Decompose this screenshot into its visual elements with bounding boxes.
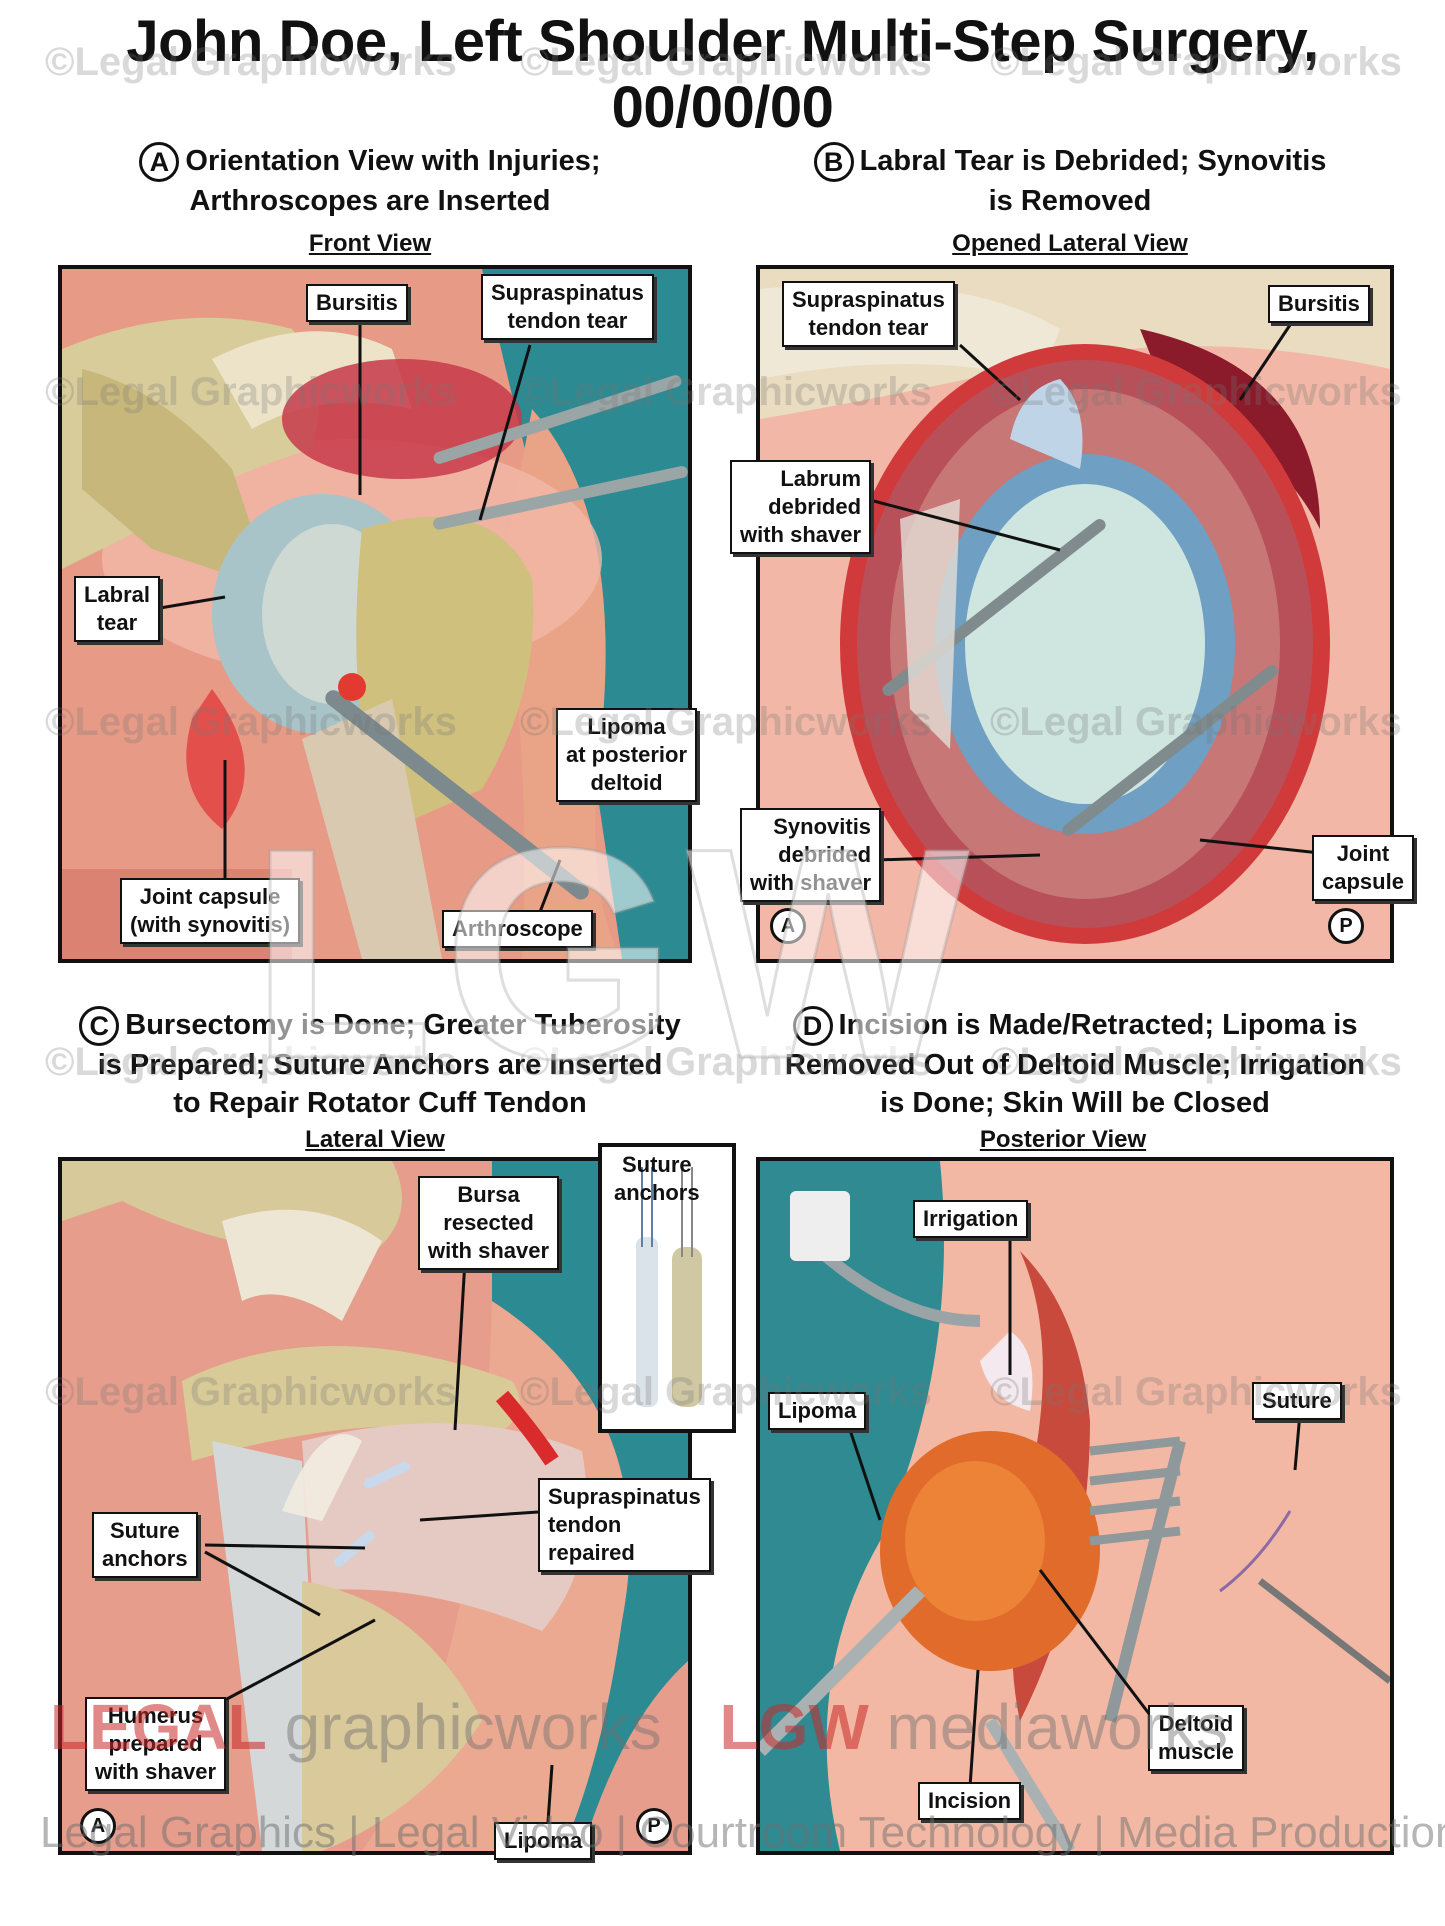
marker-c-anterior: A <box>80 1808 116 1844</box>
page-title: John Doe, Left Shoulder Multi-Step Surge… <box>126 9 1319 74</box>
caption-d-line2: Removed Out of Deltoid Muscle; Irrigatio… <box>784 1049 1366 1082</box>
label-c-bursa: Bursa resected with shaver <box>418 1176 560 1270</box>
brand-graphicworks: graphicworks <box>266 1691 662 1763</box>
marker-b-posterior: P <box>1328 908 1364 944</box>
panel-b-letter: B <box>813 142 854 183</box>
label-b-supraspinatus-tear: Supraspinatus tendon tear <box>782 281 955 347</box>
view-label-c: Lateral View <box>305 1126 445 1153</box>
caption-c-line2: is Prepared; Suture Anchors are Inserted <box>97 1049 663 1082</box>
label-c-lipoma: Lipoma <box>494 1822 593 1860</box>
page-title-date: 00/00/00 <box>611 75 834 140</box>
suture-anchor-art <box>636 1167 702 1407</box>
brand-mediaworks: mediaworks <box>868 1691 1228 1763</box>
label-c-humerus: Humerus prepared with shaver <box>85 1697 227 1791</box>
label-b-joint-capsule: Joint capsule <box>1312 835 1414 901</box>
label-c-suture-anchors: Suture anchors <box>92 1512 198 1578</box>
label-a-arthroscope: Arthroscope <box>442 910 593 948</box>
label-d-irrigation: Irrigation <box>913 1200 1029 1238</box>
label-a-labral-tear: Labral tear <box>74 576 161 642</box>
caption-b-line1: Labral Tear is Debrided; Synovitis <box>859 145 1327 177</box>
caption-d-line3: is Done; Skin Will be Closed <box>880 1087 1270 1120</box>
label-d-suture: Suture <box>1252 1382 1342 1420</box>
brand-lgw: LGW <box>719 1691 869 1763</box>
panel-c-letter: C <box>79 1006 120 1047</box>
view-label-b: Opened Lateral View <box>952 230 1188 257</box>
brand-legal: LEGAL <box>50 1691 267 1763</box>
label-b-bursitis: Bursitis <box>1268 285 1370 323</box>
label-a-bursitis: Bursitis <box>306 284 408 322</box>
panel-a-letter: A <box>139 142 180 183</box>
caption-b-line2: is Removed <box>988 185 1152 218</box>
panel-d-letter: D <box>792 1006 833 1047</box>
brand-watermark: LEGAL graphicworks LGW mediaworks <box>50 1690 1228 1764</box>
label-b-synovitis: Synovitis debrided with shaver <box>740 808 882 902</box>
footer-watermark: Legal Graphics | Legal Video | Courtroom… <box>40 1808 1445 1857</box>
caption-d-line1: Incision is Made/Retracted; Lipoma is <box>838 1009 1358 1041</box>
view-label-a: Front View <box>308 230 432 257</box>
label-a-supraspinatus-tear: Supraspinatus tendon tear <box>481 274 654 340</box>
marker-b-anterior: A <box>770 908 806 944</box>
label-d-incision: Incision <box>918 1782 1022 1820</box>
caption-a-line2: Arthroscopes are Inserted <box>189 185 551 218</box>
label-d-deltoid: Deltoid muscle <box>1148 1705 1244 1771</box>
label-a-lipoma: Lipoma at posterior deltoid <box>556 708 698 802</box>
label-c-inset-suture-anchors: Suture anchors <box>614 1152 700 1205</box>
suture-anchors-inset <box>598 1143 736 1433</box>
caption-a-line1: Orientation View with Injuries; <box>185 145 601 177</box>
caption-c-line1: Bursectomy is Done; Greater Tuberosity <box>125 1009 681 1041</box>
label-c-supraspinatus: Supraspinatus tendon repaired <box>538 1478 711 1572</box>
label-b-labrum: Labrum debrided with shaver <box>730 460 872 554</box>
marker-c-posterior: P <box>636 1808 672 1844</box>
label-d-lipoma: Lipoma <box>768 1392 867 1430</box>
caption-c-line3: to Repair Rotator Cuff Tendon <box>173 1087 587 1120</box>
view-label-d: Posterior View <box>979 1126 1147 1153</box>
label-a-joint-capsule: Joint capsule (with synovitis) <box>120 878 301 944</box>
